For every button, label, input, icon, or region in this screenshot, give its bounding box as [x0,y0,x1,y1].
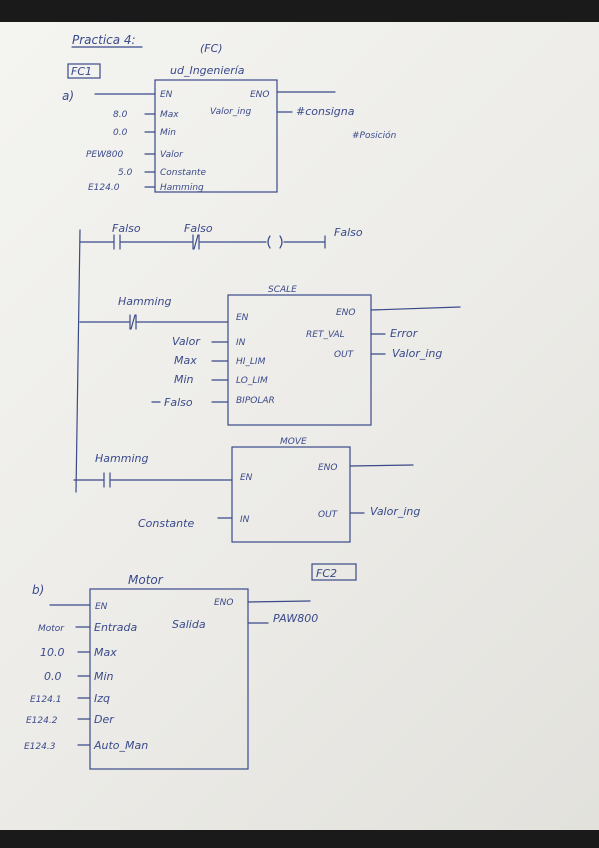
fc1-input-hamming: E124.0 [88,183,120,193]
fc2-pin-entrada: Entrada [94,621,137,634]
fc2-input-izq: E124.1 [30,695,61,705]
scale-val-lolim: Min [174,373,194,386]
scale-val-hilim: Max [174,354,197,367]
scale-val-retval: Error [390,327,419,340]
fc1-tag-box [67,63,101,79]
fc2-pin-izq: Izq [94,692,110,705]
fc1-input-min: 0.0 [113,128,128,138]
fc1-block-title: ud_Ingeniería [170,64,245,77]
page-subtitle: (FC) [200,42,223,55]
fc2-pin-en: EN [95,602,108,612]
scale-pin-retval: RET_VAL [306,330,345,340]
scale-block [227,294,372,426]
scale-contact-label: Hamming [118,295,171,308]
fc1-pin-constante: Constante [160,168,206,178]
fc1-pin-en: EN [160,90,173,100]
scale-pin-out: OUT [334,350,355,360]
scale-pin-lolim: LO_LIM [236,376,268,386]
scale-pin-eno: ENO [336,308,356,318]
move-block [231,446,351,543]
move-contact-label: Hamming [95,452,148,465]
fc2-input-automan: E124.3 [24,742,56,752]
fc2-pin-max: Max [94,646,117,659]
move-val-out: Valor_ing [370,505,420,518]
rung1-coil-label: Falso [334,226,363,239]
fc1-pin-eno: ENO [250,90,270,100]
fc2-block-title: Motor [128,573,164,587]
fc2-pin-min: Min [94,670,114,683]
fc1-pin-out: Valor_ing [210,107,252,117]
fc2-pin-eno: ENO [214,598,234,608]
rung1-contact2-label: Falso [184,222,213,235]
scale-pin-in: IN [236,338,246,348]
fc1-pin-max: Max [160,110,179,120]
fc2-tag-box [311,563,357,581]
fc2-tag: FC2 [316,567,337,580]
fc2-input-min: 0.0 [44,670,62,683]
fc1-tag: FC1 [71,65,92,78]
fc1-pin-min: Min [160,128,176,138]
fc2-pin-automan: Auto_Man [93,739,148,752]
fc2-pin-salida: Salida [172,618,206,631]
fc2-input-max: 10.0 [40,646,65,659]
power-rail [75,229,81,493]
move-pin-eno: ENO [318,463,338,473]
move-title: MOVE [280,437,307,447]
ladder-diagram-sketch: Practica 4: (FC) FC1 a) ud_Ingeniería EN… [24,33,461,770]
fc2-input-entrada: Motor [38,624,65,634]
scale-val-bipolar: Falso [164,396,193,409]
section-b-label: b) [32,583,44,597]
scale-pin-bipolar: BIPOLAR [236,396,275,406]
fc1-input-constante: 5.0 [118,168,133,178]
fc1-input-valor: PEW800 [86,150,123,160]
scale-val-in: Valor [172,335,201,348]
fc1-pin-hamming: Hamming [160,183,204,193]
fc1-block [154,79,278,193]
fc2-pin-der: Der [94,713,115,726]
scale-pin-en: EN [236,313,249,323]
fc2-input-der: E124.2 [26,716,58,726]
fc1-out-var: #consigna [296,105,355,118]
scale-pin-hilim: HI_LIM [236,357,266,367]
fc1-input-max: 8.0 [113,110,128,120]
fc1-pin-valor: Valor [160,150,184,160]
notebook-page: Practica 4: (FC) FC1 a) ud_Ingeniería EN… [0,22,599,830]
scale-val-out: Valor_ing [392,347,442,360]
scale-title: SCALE [268,285,297,295]
move-val-in: Constante [138,517,194,530]
section-a-label: a) [62,89,74,103]
move-pin-in: IN [240,515,250,525]
rung1-contact1-label: Falso [112,222,141,235]
page-title: Practica 4: [72,33,136,47]
move-pin-out: OUT [318,510,339,520]
fc2-block [89,588,249,770]
fc1-extra-var: #Posición [352,130,397,141]
fc2-out-var: PAW800 [273,612,318,625]
move-pin-en: EN [240,473,253,483]
